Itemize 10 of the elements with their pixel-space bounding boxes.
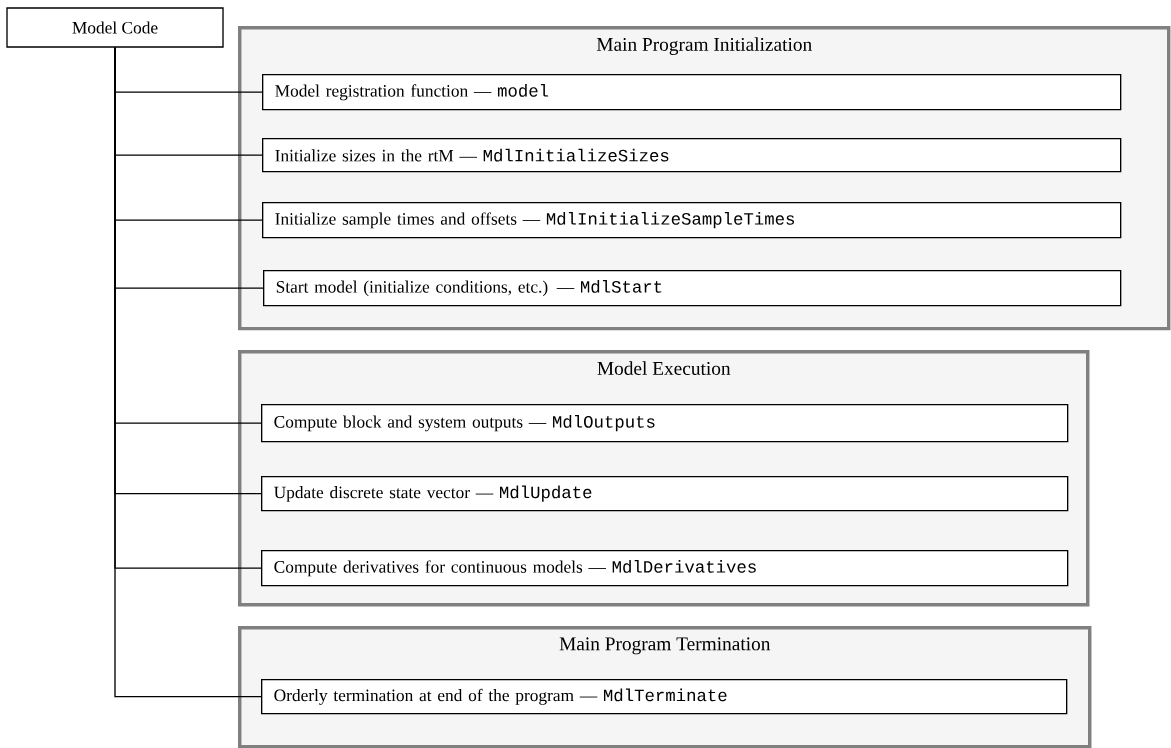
function-box: Compute derivatives for continuous models — MdlDerivatives bbox=[261, 550, 1069, 587]
function-box: Compute block and system outputs — MdlOutputs bbox=[261, 404, 1069, 443]
function-box: Model registration function — model bbox=[262, 74, 1122, 111]
function-box: Update discrete state vector — MdlUpdate bbox=[261, 476, 1069, 512]
root-box: Model Code bbox=[6, 7, 224, 48]
function-box: Start model (initialize conditions, etc.) — MdlStart bbox=[263, 270, 1122, 307]
function-box: Orderly termination at end of the program — MdlTerminate bbox=[261, 679, 1068, 715]
connector-line bbox=[114, 47, 262, 698]
function-box: Initialize sample times and offsets — MdlInitializeSampleTimes bbox=[262, 202, 1122, 239]
function-box: Initialize sizes in the rtM — MdlInitializeSizes bbox=[262, 138, 1122, 173]
